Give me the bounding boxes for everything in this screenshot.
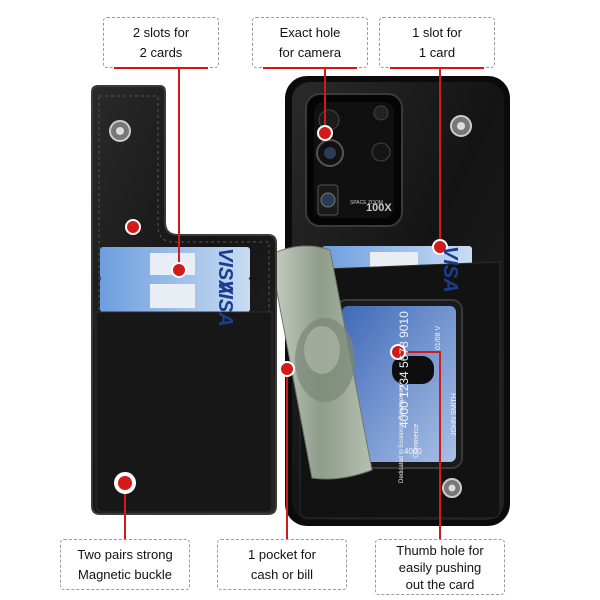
card-expiry: 4000	[404, 447, 422, 456]
callout-dots	[114, 125, 448, 494]
slot-card-top	[100, 247, 250, 279]
card-name: JOHN SMITH	[451, 393, 458, 436]
visa-logo-2: VISA	[214, 280, 236, 327]
camera-zoom-small: SPACE ZOOM	[350, 200, 383, 206]
slot-card-bottom	[100, 278, 250, 312]
callout-thumb-line1: Thumb hole for	[396, 542, 484, 558]
callout-pocket: 1 pocket for cash or bill	[217, 539, 347, 590]
callout-camera-line1: Exact hole	[279, 24, 341, 40]
callout-thumb-line3: out the card	[405, 576, 475, 592]
visa-logo-3: VISA	[439, 246, 461, 293]
callout-camera-hole: Exact hole for camera	[252, 17, 368, 69]
callout-thumb-line2: easily pushing	[398, 559, 482, 575]
callout-one-slot-line2: 1 card	[418, 44, 456, 60]
callout-buckle: Two pairs strong Magnetic buckle	[60, 539, 190, 590]
card-subtitle: Dedicated to Economic Development	[399, 384, 405, 483]
callout-one-slot: 1 slot for 1 card	[379, 17, 495, 69]
callout-pocket-line2: cash or bill	[250, 566, 314, 582]
callout-thumb-hole: Thumb hole for easily pushing out the ca…	[375, 539, 505, 595]
leader-lines	[124, 66, 441, 540]
visa-logo-1: VISA	[214, 248, 236, 295]
card-bank: Commerce	[413, 424, 420, 458]
callout-two-slots: 2 slots for 2 cards	[103, 17, 219, 69]
callout-two-slots-line1: 2 slots for	[132, 24, 190, 40]
camera-zoom-big: 100X	[366, 202, 392, 214]
card-exp2: 01/08 V	[435, 326, 442, 350]
cash-bill	[269, 245, 373, 480]
callout-camera-line2: for camera	[278, 44, 342, 60]
callout-one-slot-line1: 1 slot for	[412, 24, 462, 40]
callout-pocket-line1: 1 pocket for	[248, 546, 316, 562]
callout-buckle-line1: Two pairs strong	[77, 546, 173, 562]
callout-buckle-line2: Magnetic buckle	[78, 566, 172, 582]
callout-two-slots-line2: 2 cards	[139, 44, 183, 60]
card-number: 4000 1234 5678 9010	[397, 311, 411, 428]
wallet-flap	[91, 85, 277, 515]
